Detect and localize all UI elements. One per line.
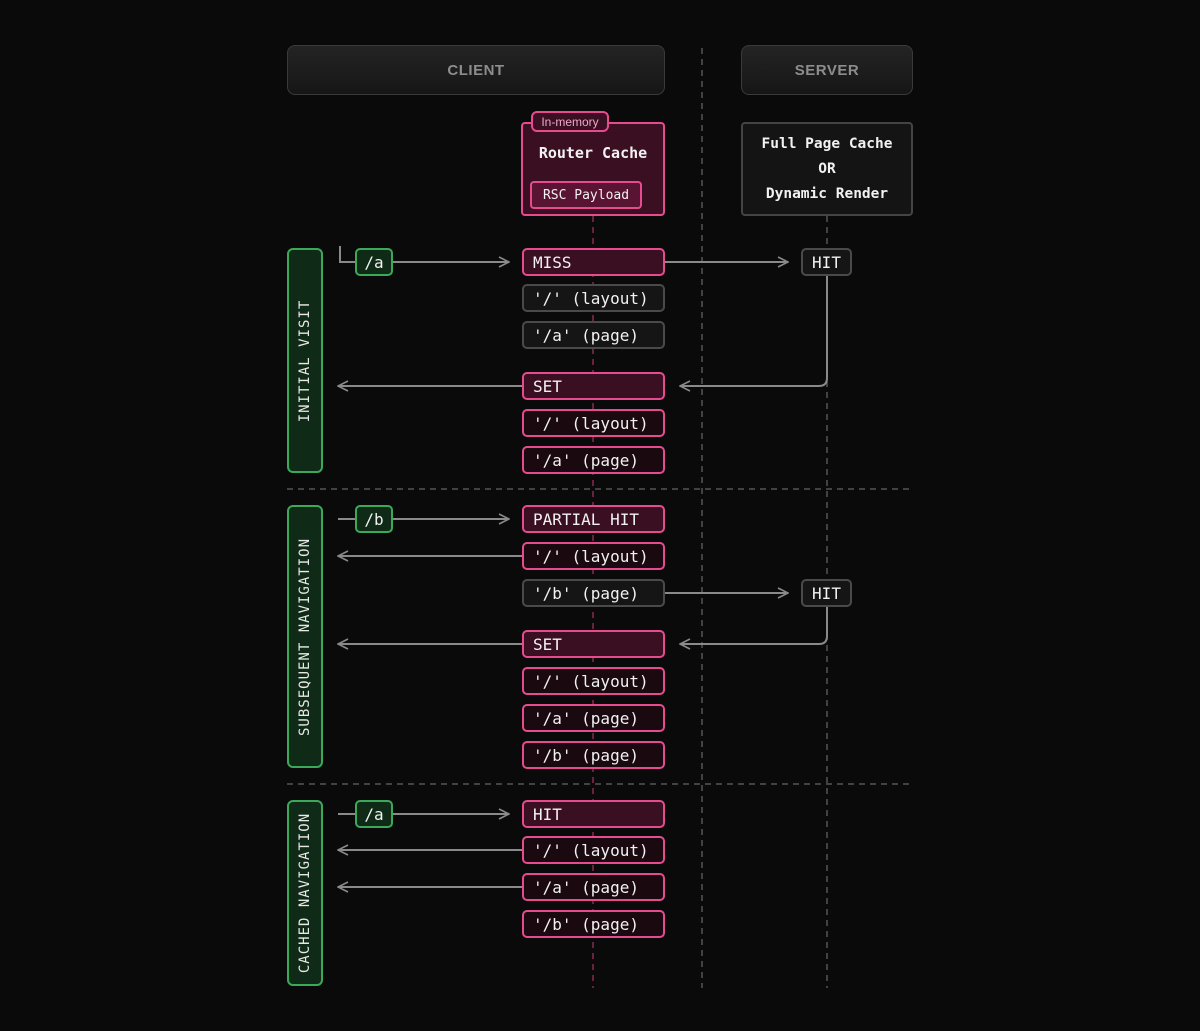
set2-item-page-a: '/a' (page) (522, 704, 665, 732)
partial-hit-label: PARTIAL HIT (522, 505, 665, 533)
set2-item-layout: '/' (layout) (522, 667, 665, 695)
server-hit-badge-2: HIT (801, 579, 852, 607)
server-line-3: Dynamic Render (765, 185, 889, 202)
miss-item-page-a: '/a' (page) (522, 321, 665, 349)
section-subsequent-navigation: SUBSEQUENT NAVIGATION (287, 505, 323, 768)
section-cached-navigation: CACHED NAVIGATION (287, 800, 323, 986)
server-cache-box: Full Page Cache OR Dynamic Render (741, 122, 913, 216)
set-item-layout: '/' (layout) (522, 409, 665, 437)
cached-item-page-b: '/b' (page) (522, 910, 665, 938)
cache-hit-label: HIT (522, 800, 665, 828)
section-label: SUBSEQUENT NAVIGATION (297, 537, 313, 736)
arrow-server-to-set (680, 275, 828, 386)
section-label: CACHED NAVIGATION (297, 812, 313, 974)
route-a-tag-2: /a (355, 800, 393, 828)
router-cache-title: Router Cache (538, 144, 648, 162)
server-line-2: OR (818, 160, 836, 177)
client-header: CLIENT (287, 45, 665, 95)
section-initial-visit: INITIAL VISIT (287, 248, 323, 473)
rsc-payload-tag: RSC Payload (530, 181, 642, 209)
set-item-page-a: '/a' (page) (522, 446, 665, 474)
miss-item-layout: '/' (layout) (522, 284, 665, 312)
set-label: SET (522, 372, 665, 400)
section-label: INITIAL VISIT (297, 299, 313, 422)
set2-item-page-b: '/b' (page) (522, 741, 665, 769)
cached-item-page-a: '/a' (page) (522, 873, 665, 901)
initial-entry-line (339, 246, 356, 263)
cached-item-layout: '/' (layout) (522, 836, 665, 864)
route-b-tag: /b (355, 505, 393, 533)
partial-item-page-b: '/b' (page) (522, 579, 665, 607)
server-line-1: Full Page Cache (761, 135, 893, 152)
in-memory-badge: In-memory (531, 111, 609, 132)
partial-item-layout: '/' (layout) (522, 542, 665, 570)
route-a-tag: /a (355, 248, 393, 276)
set-label-2: SET (522, 630, 665, 658)
miss-label: MISS (522, 248, 665, 276)
server-header: SERVER (741, 45, 913, 95)
server-hit-badge: HIT (801, 248, 852, 276)
arrow-server-to-set-2 (680, 606, 828, 644)
